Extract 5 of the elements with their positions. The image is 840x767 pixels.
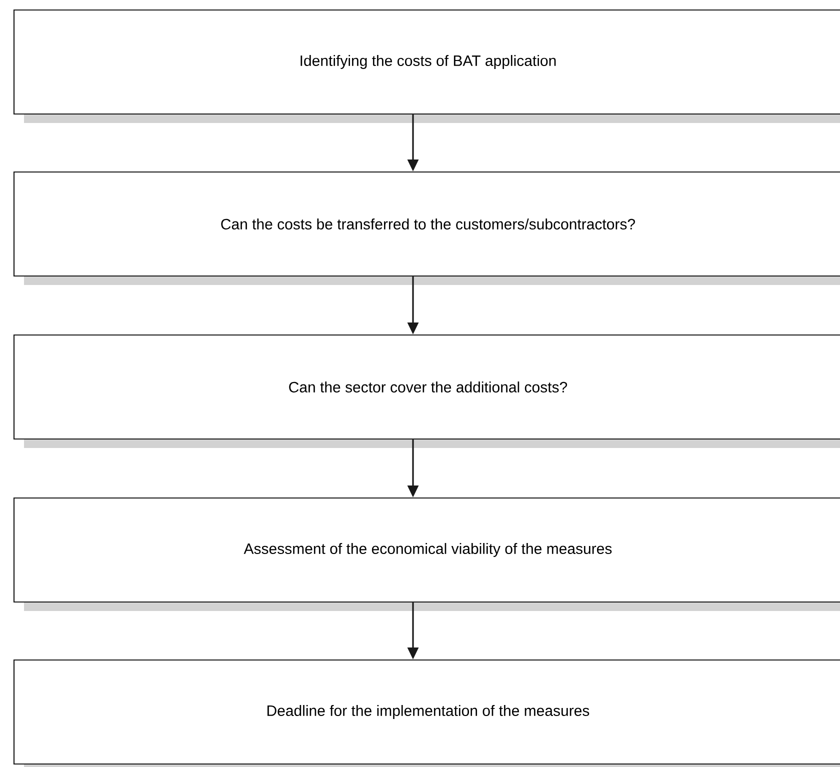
process-box: Deadline for the implementation of the measures <box>13 659 840 767</box>
process-box: Assessment of the economical viability of the measures <box>13 497 840 611</box>
process-box: Identifying the costs of BAT application <box>13 9 840 123</box>
process-box: Can the costs be transferred to the customers/subcontractors? <box>13 171 840 285</box>
process-box: Can the sector cover the additional costs? <box>13 334 840 448</box>
